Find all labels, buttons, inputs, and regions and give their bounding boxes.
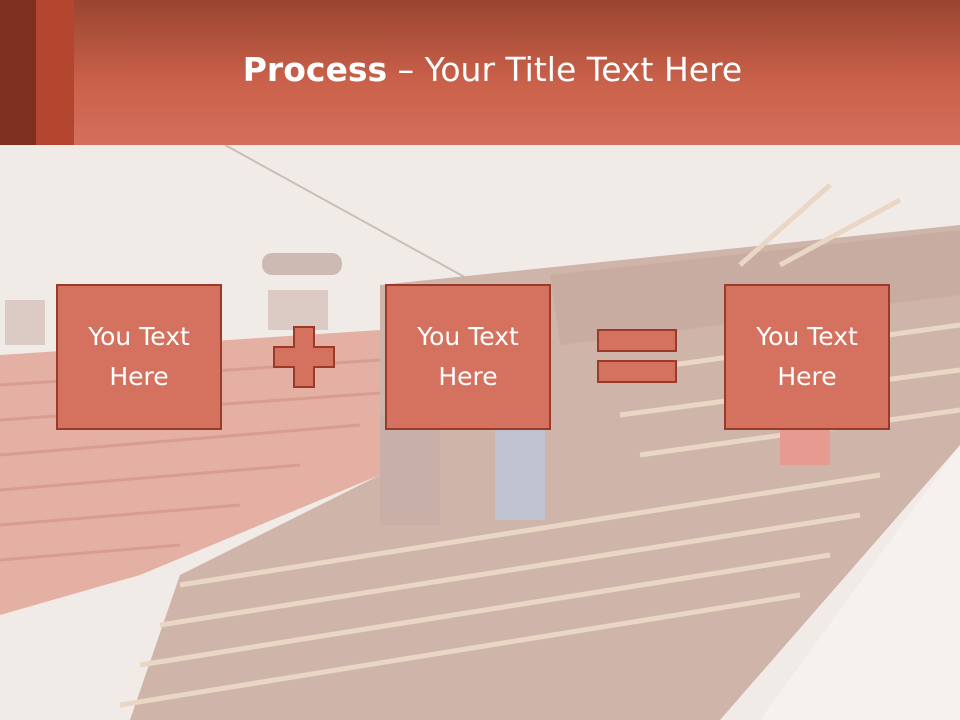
slide-header: Process – Your Title Text Here [0,0,960,145]
process-box-text: You Text Here [756,322,858,391]
slide-title-dash: – [387,50,425,89]
header-accent-stripe [36,0,74,145]
slide-title-text: Your Title Text Here [424,50,743,89]
plus-icon [273,326,335,388]
slide-title-bold: Process [242,50,388,89]
header-accent-stripe [0,0,36,145]
process-box-2[interactable]: You Text Here [385,284,551,430]
process-box-3[interactable]: You Text Here [724,284,890,430]
roof-background-photo [0,145,960,720]
process-box-text: You Text Here [88,322,190,391]
process-box-text: You Text Here [417,322,519,391]
slide-title: Process – Your Title Text Here [0,50,960,89]
process-box-1[interactable]: You Text Here [56,284,222,430]
equals-icon [597,329,677,383]
